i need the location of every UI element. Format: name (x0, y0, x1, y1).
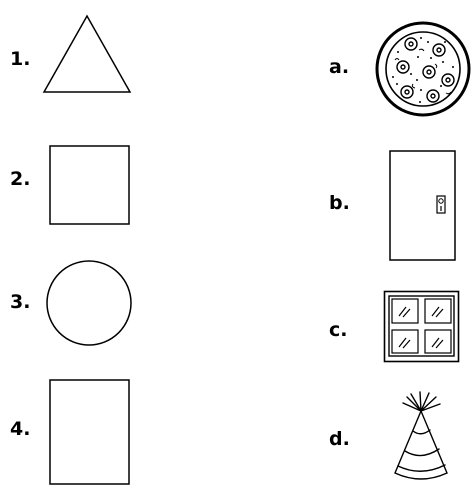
item-label-d: d. (329, 430, 350, 449)
item-label-b: b. (329, 194, 350, 213)
item-label-a: a. (329, 58, 349, 77)
item-label-4: 4. (10, 420, 30, 439)
window-icon (383, 290, 461, 364)
square-shape (48, 144, 132, 226)
door-icon (389, 150, 457, 261)
item-label-1: 1. (10, 50, 30, 69)
rectangle-shape (48, 378, 132, 486)
item-label-2: 2. (10, 170, 30, 189)
item-label-c: c. (329, 321, 347, 340)
party-hat-icon (383, 391, 461, 488)
pizza-icon (373, 22, 473, 118)
item-label-3: 3. (10, 293, 30, 312)
circle-shape (45, 259, 137, 349)
triangle-shape (40, 12, 135, 97)
